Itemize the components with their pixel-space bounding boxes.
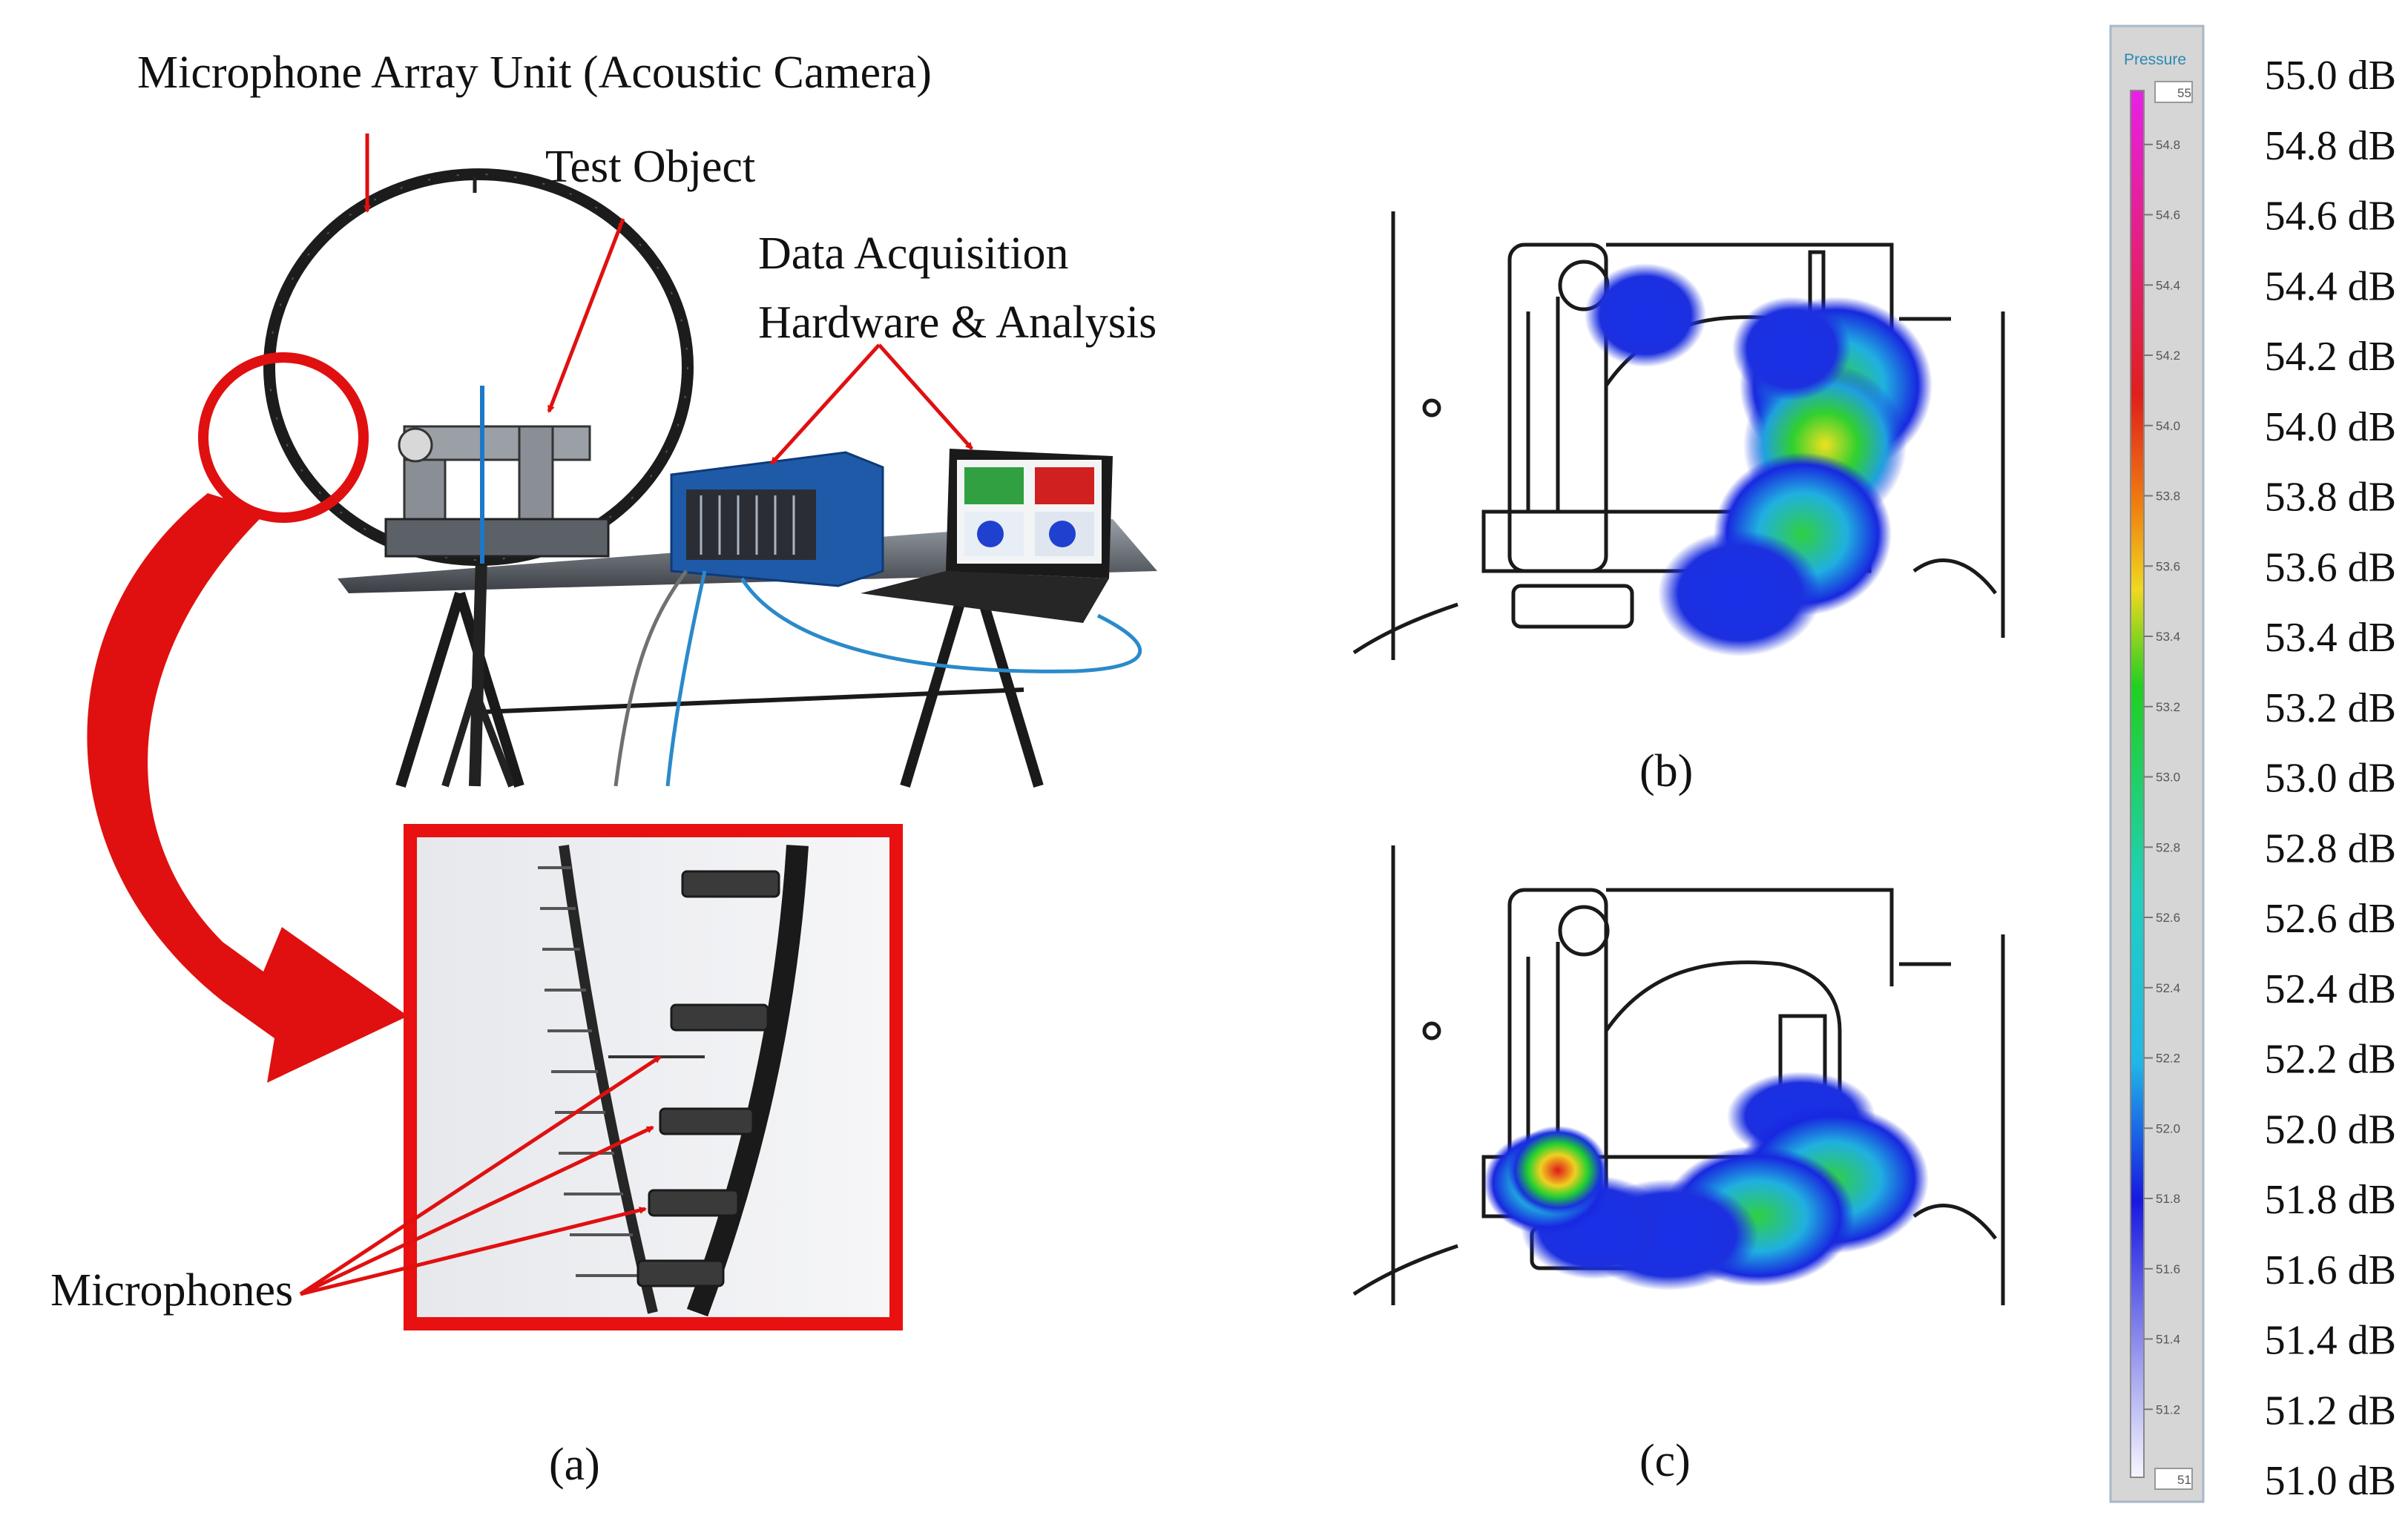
panel-b-heatmap <box>1585 263 1932 656</box>
annotation-arrows <box>299 133 973 1296</box>
colorbar-tick-15: 51.8 <box>2156 1192 2180 1206</box>
colorbar-level-8: 53.4 dB <box>2265 615 2396 661</box>
daq-label-line2: Hardware & Analysis <box>758 297 1157 348</box>
colorbar-level-19: 51.2 dB <box>2265 1388 2396 1434</box>
colorbar-level-1: 54.8 dB <box>2265 123 2396 169</box>
array-stand <box>441 533 516 788</box>
colorbar-header: Pressure <box>2124 51 2186 68</box>
colorbar-level-15: 52.0 dB <box>2265 1107 2396 1152</box>
colorbar-tick-18: 51.2 <box>2156 1402 2180 1416</box>
colorbar-tick-0: 54.8 <box>2156 138 2180 152</box>
colorbar-level-10: 53.0 dB <box>2265 756 2396 802</box>
test-object-label: Test Object <box>545 142 755 192</box>
colorbar-level-12: 52.6 dB <box>2265 896 2396 942</box>
colorbar-tick-8: 53.2 <box>2156 700 2180 714</box>
colorbar-bottom-value-box <box>2154 1468 2193 1490</box>
colorbar-level-4: 54.2 dB <box>2265 334 2396 380</box>
colorbar-tick-12: 52.4 <box>2156 981 2180 995</box>
colorbar-tick-13: 52.2 <box>2156 1052 2180 1066</box>
panel-c-label: (c) <box>1639 1436 1691 1486</box>
colorbar-level-9: 53.2 dB <box>2265 685 2396 731</box>
zoom-circle <box>198 352 369 523</box>
microphones-inset <box>404 824 903 1330</box>
colorbar-tick-2: 54.4 <box>2156 278 2180 292</box>
colorbar-tick-6: 53.6 <box>2156 559 2180 573</box>
colorbar-level-17: 51.6 dB <box>2265 1247 2396 1293</box>
panel-b-label: (b) <box>1639 746 1693 797</box>
panel-c-heatmap <box>1484 1072 1929 1290</box>
colorbar-level-11: 52.8 dB <box>2265 825 2396 871</box>
colorbar-level-14: 52.2 dB <box>2265 1037 2396 1083</box>
daq-chassis <box>670 451 884 587</box>
test-object-sewing-machine <box>384 386 610 564</box>
colorbar-tick-7: 53.4 <box>2156 630 2180 644</box>
colorbar-tick-11: 52.6 <box>2156 911 2180 925</box>
colorbar-level-18: 51.4 dB <box>2265 1318 2396 1364</box>
colorbar-tick-10: 52.8 <box>2156 840 2180 854</box>
panel-a-label: (a) <box>549 1439 600 1490</box>
panel-c: (c) <box>1352 845 2005 1486</box>
colorbar-level-2: 54.6 dB <box>2265 194 2396 240</box>
microphone-array-ring <box>263 168 694 566</box>
panel-a: Microphone Array Unit (Acoustic Camera) … <box>50 47 1157 1490</box>
colorbar-level-16: 51.8 dB <box>2265 1177 2396 1223</box>
analysis-laptop <box>861 449 1113 623</box>
cables <box>613 570 1142 787</box>
colorbar-level-7: 53.6 dB <box>2265 544 2396 590</box>
colorbar-tick-4: 54.0 <box>2156 419 2180 433</box>
colorbar-level-13: 52.4 dB <box>2265 966 2396 1012</box>
daq-label-line1: Data Acquisition <box>758 228 1068 279</box>
zoom-arrow <box>87 493 408 1083</box>
colorbar-tick-5: 53.8 <box>2156 489 2180 504</box>
colorbar-tick-14: 52.0 <box>2156 1121 2180 1135</box>
colorbar-level-20: 51.0 dB <box>2265 1458 2396 1504</box>
microphone-capsules <box>636 870 780 1287</box>
colorbar-ticks: 54.8 54.6 54.4 54.2 54.0 53.8 53.6 53.4 53.2 53.0… <box>2144 138 2180 1416</box>
microphones-label: Microphones <box>50 1265 293 1316</box>
colorbar-tick-3: 54.2 <box>2156 349 2180 363</box>
colorbar-tick-16: 51.6 <box>2156 1262 2180 1276</box>
array-unit-label: Microphone Array Unit (Acoustic Camera) <box>137 47 932 98</box>
colorbar-level-0: 55.0 dB <box>2265 53 2396 99</box>
panel-b: (b) <box>1352 211 2005 797</box>
colorbar-tick-1: 54.6 <box>2156 208 2180 222</box>
colorbar-level-6: 53.8 dB <box>2265 475 2396 521</box>
colorbar-gradient <box>2130 90 2145 1478</box>
colorbar-level-3: 54.4 dB <box>2265 263 2396 309</box>
pressure-color-scale: Pressure 55 54.8 54.6 54.4 54.2 54.0 53.8 53.6… <box>2109 24 2396 1504</box>
colorbar-tick-17: 51.4 <box>2156 1333 2180 1347</box>
colorbar-level-labels: 55.0 dB 54.8 dB 54.6 dB 54.4 dB 54.2 dB 54.0 … <box>2265 53 2396 1504</box>
colorbar-bottom-value: 51 <box>2177 1473 2191 1487</box>
colorbar-top-value: 55 <box>2177 86 2191 100</box>
colorbar-level-5: 54.0 dB <box>2265 404 2396 450</box>
colorbar-frame <box>2109 24 2205 1503</box>
colorbar-top-value-box <box>2154 81 2193 103</box>
colorbar-tick-9: 53.0 <box>2156 771 2180 785</box>
